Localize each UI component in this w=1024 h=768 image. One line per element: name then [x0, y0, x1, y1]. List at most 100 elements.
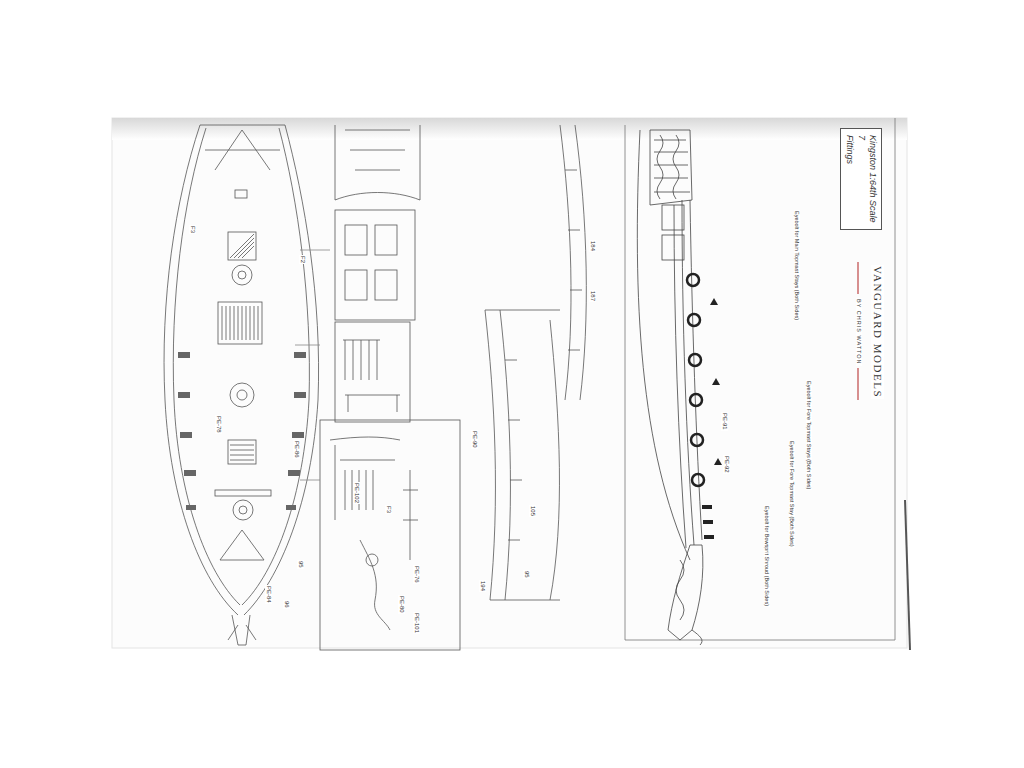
deck-plan [186, 505, 196, 510]
hull-profile [710, 298, 718, 305]
hull-profile [687, 274, 704, 486]
callout-number: PE-101 [413, 612, 420, 634]
hull-profile [692, 474, 704, 486]
deck-plan [173, 128, 240, 605]
detail-boxes [295, 345, 320, 346]
deck-plan [242, 128, 309, 605]
callout-number: 187 [589, 290, 596, 302]
title-text: 7 [856, 135, 867, 223]
hull-profile [691, 434, 703, 446]
deck-plan [294, 392, 306, 398]
detail-boxes [345, 130, 410, 170]
deck-plan [178, 352, 306, 510]
rail-details [560, 125, 586, 400]
detail-boxes [375, 270, 397, 300]
callout-number: 194 [479, 580, 486, 592]
deck-plan [286, 505, 296, 510]
hull-profile [690, 200, 702, 540]
brand-rule [858, 368, 859, 400]
hull-profile [690, 394, 702, 406]
paper [112, 118, 907, 648]
callout-number: PE-102 [353, 482, 360, 504]
deck-plan [232, 265, 252, 285]
deck-plan [215, 490, 271, 496]
brand-byline: BY CHRIS WATTON [856, 298, 862, 366]
deck-plan [164, 125, 319, 645]
rigging-note: Eyebolt for Bowsprit Shroud (Both Sides) [764, 505, 770, 607]
deck-plan [230, 383, 254, 407]
callout-number: PE-78 [215, 415, 222, 434]
callout-number: F3 [189, 225, 196, 234]
callout-number: F3 [385, 505, 392, 514]
deck-plan [205, 150, 280, 151]
hull-profile [676, 560, 684, 620]
deck-plan [292, 432, 304, 438]
deck-plan [239, 506, 247, 514]
brand-rule [858, 262, 859, 294]
deck-plan [184, 470, 196, 476]
callout-number: 95 [297, 560, 304, 569]
callout-number: PE-92 [723, 455, 730, 474]
hull-profile [662, 235, 684, 260]
sheet-frame [625, 125, 626, 640]
hull-profile [637, 130, 690, 560]
detail-boxes [345, 270, 367, 300]
deck-plan [237, 390, 247, 400]
deck-plan [218, 302, 262, 344]
deck-plan [180, 432, 192, 438]
deck-plan [242, 130, 270, 170]
hull-profile [702, 505, 712, 509]
rail-details [505, 360, 522, 540]
hull-profile [650, 130, 692, 205]
deck-plan [294, 352, 306, 358]
callout-number: 105 [529, 505, 536, 517]
rail-details [485, 310, 560, 600]
hull-profile [668, 545, 703, 640]
detail-boxes [403, 470, 418, 560]
detail-boxes [366, 554, 378, 566]
detail-boxes [343, 340, 380, 380]
detail-boxes [295, 125, 460, 650]
title-block: Kingston 1:64th Scale7Fittings [840, 128, 882, 230]
title-text: Kingston 1:64th Scale [867, 135, 878, 223]
sheet-frame [895, 118, 896, 640]
callout-number: 184 [589, 240, 596, 252]
deck-plan [228, 232, 256, 260]
detail-boxes [330, 437, 400, 520]
hull-profile [687, 274, 699, 286]
detail-boxes [335, 125, 420, 200]
rail-details [485, 125, 586, 600]
deck-plan [220, 530, 264, 560]
hull-profile [692, 630, 702, 645]
deck-plan [215, 130, 242, 170]
rigging-note: Eyebolt for Main Topmast Stays (Both Sid… [794, 210, 800, 321]
detail-boxes [360, 540, 390, 630]
sheet-frame [625, 640, 895, 641]
callout-number: PE-90 [471, 430, 478, 449]
deck-plan [244, 125, 319, 615]
callout-number: PE-86 [293, 440, 300, 459]
deck-plan [222, 306, 258, 340]
callout-number: 95 [523, 570, 530, 579]
rigging-note: Eyebolt for Fore Topmast Stay (Both Side… [789, 440, 795, 548]
detail-boxes [345, 225, 367, 255]
deck-plan [233, 500, 253, 520]
hull-profile [689, 354, 701, 366]
deck-plan [230, 445, 254, 460]
hull-profile [714, 458, 722, 465]
paper [905, 500, 910, 650]
detail-boxes [300, 480, 320, 481]
callout-number: 96 [283, 600, 290, 609]
rail-details [565, 170, 582, 350]
hull-profile [662, 205, 684, 230]
hull-profile [703, 520, 713, 524]
detail-boxes [375, 225, 397, 255]
deck-plan [178, 352, 190, 358]
deck-plan [228, 625, 256, 640]
deck-plan [230, 234, 254, 258]
deck-plan [228, 440, 256, 464]
detail-boxes [320, 420, 460, 650]
detail-boxes [335, 210, 415, 320]
hull-profile [657, 135, 663, 199]
